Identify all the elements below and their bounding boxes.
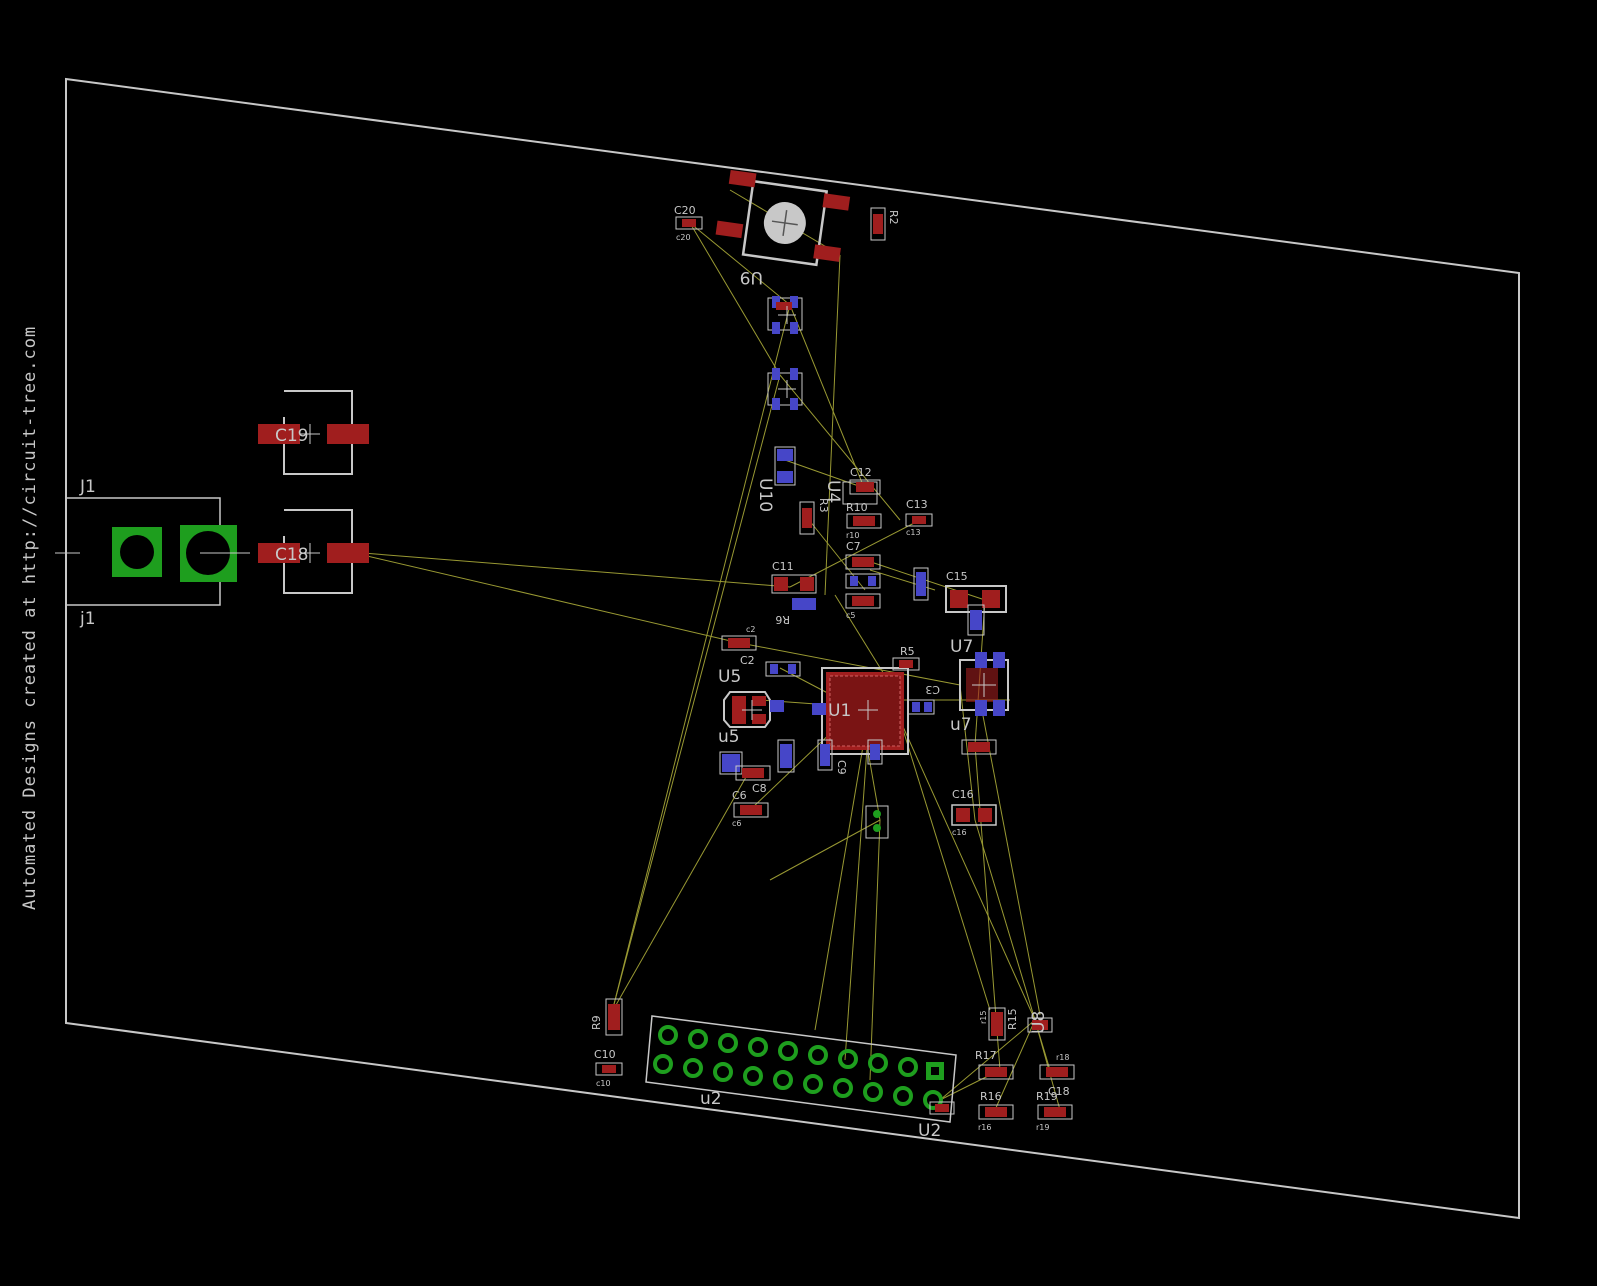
label-R16: R16 bbox=[980, 1090, 1002, 1103]
label-C10: C10 bbox=[594, 1048, 616, 1061]
capacitor-c12[interactable] bbox=[849, 479, 881, 495]
resistor-r17[interactable] bbox=[978, 1064, 1014, 1080]
label-u5: u5 bbox=[718, 727, 740, 747]
resistor-r12[interactable] bbox=[929, 1101, 955, 1115]
label-U7: U7 bbox=[950, 637, 973, 657]
label-j1: j1 bbox=[79, 609, 96, 629]
label-C2: C2 bbox=[740, 654, 755, 667]
capacitor-c15[interactable] bbox=[945, 585, 1007, 636]
watermark-text: Automated Designs created at http://circ… bbox=[20, 325, 40, 910]
label-R15: R15 bbox=[1006, 1008, 1019, 1030]
label-C11: C11 bbox=[772, 560, 794, 573]
resistor-r15[interactable] bbox=[988, 1007, 1006, 1041]
label-C8: C8 bbox=[752, 782, 767, 795]
label-C7: C7 bbox=[846, 540, 861, 553]
label-C18-right: C18 bbox=[1048, 1085, 1070, 1098]
capacitor-c7[interactable] bbox=[845, 554, 881, 609]
label-c20: c20 bbox=[676, 233, 691, 242]
label-R5: R5 bbox=[900, 645, 915, 658]
resistor-r19[interactable] bbox=[1037, 1104, 1073, 1120]
label-C3: C3 bbox=[925, 683, 940, 696]
capacitor-c2-small[interactable] bbox=[721, 635, 757, 651]
resistor-r16[interactable] bbox=[978, 1104, 1014, 1120]
label-U9: U9 bbox=[740, 267, 763, 287]
capacitor-c11[interactable] bbox=[771, 574, 817, 610]
capacitor-c14[interactable] bbox=[961, 739, 997, 755]
label-R9: R9 bbox=[590, 1015, 603, 1030]
capacitor-c10[interactable] bbox=[595, 1062, 623, 1076]
label-U8: U8 bbox=[1029, 1011, 1049, 1034]
label-R6: R6 bbox=[775, 613, 790, 626]
capacitor-c8[interactable] bbox=[719, 739, 795, 781]
label-R17: R17 bbox=[975, 1049, 997, 1062]
resistor-r5[interactable] bbox=[892, 657, 920, 671]
board-outline bbox=[65, 77, 1520, 1220]
capacitor-c16[interactable] bbox=[951, 804, 997, 826]
chip-u1[interactable] bbox=[812, 667, 935, 771]
label-r18: r18 bbox=[1056, 1053, 1069, 1062]
label-U2: U2 bbox=[918, 1121, 941, 1141]
label-C16: C16 bbox=[952, 788, 974, 801]
label-r16: r16 bbox=[978, 1123, 991, 1132]
label-c2: c2 bbox=[746, 625, 756, 634]
capacitor-c6[interactable] bbox=[733, 802, 769, 818]
resistor-r9[interactable] bbox=[605, 998, 623, 1036]
label-C19: C19 bbox=[275, 426, 309, 446]
chip-u9[interactable] bbox=[767, 296, 803, 334]
resistor-r2[interactable] bbox=[870, 207, 886, 241]
capacitor-c18[interactable] bbox=[258, 509, 369, 594]
label-C18: C18 bbox=[275, 545, 309, 565]
capacitor-u10-small[interactable] bbox=[774, 446, 796, 486]
label-c16: c16 bbox=[952, 828, 967, 837]
header-u2[interactable] bbox=[645, 1015, 957, 1123]
label-C6: C6 bbox=[732, 789, 747, 802]
switch-top[interactable] bbox=[713, 169, 851, 268]
capacitor-c20[interactable] bbox=[675, 216, 703, 230]
chip-u8[interactable] bbox=[1027, 1017, 1053, 1033]
label-c6: c6 bbox=[732, 819, 742, 828]
label-U10: U10 bbox=[755, 478, 775, 512]
capacitor-c19[interactable] bbox=[258, 390, 369, 475]
resistor-r10[interactable] bbox=[846, 513, 882, 529]
capacitor-c13[interactable] bbox=[905, 513, 933, 527]
label-R3: R3 bbox=[817, 498, 830, 513]
label-R10: R10 bbox=[846, 501, 868, 514]
connector-j1[interactable] bbox=[55, 497, 250, 606]
label-c5: c5 bbox=[846, 611, 856, 620]
chip-u5[interactable] bbox=[723, 691, 784, 728]
label-u7: u7 bbox=[950, 715, 972, 735]
label-R2: R2 bbox=[887, 210, 900, 225]
label-r19: r19 bbox=[1036, 1123, 1049, 1132]
label-U5: U5 bbox=[718, 667, 741, 687]
resistor-r3[interactable] bbox=[799, 501, 815, 535]
capacitor-c2[interactable] bbox=[765, 661, 801, 677]
label-J1: J1 bbox=[79, 477, 96, 497]
label-r15: r15 bbox=[979, 1011, 988, 1024]
label-C20: C20 bbox=[674, 204, 696, 217]
chip-u10-upper[interactable] bbox=[767, 368, 803, 410]
label-c10: c10 bbox=[596, 1079, 611, 1088]
label-r10: r10 bbox=[846, 531, 859, 540]
label-c13: c13 bbox=[906, 528, 921, 537]
label-u2: u2 bbox=[700, 1089, 722, 1109]
resistor-r11[interactable] bbox=[913, 567, 929, 601]
label-C12: C12 bbox=[850, 466, 872, 479]
label-U4: U4 bbox=[823, 480, 843, 503]
label-C13: C13 bbox=[906, 498, 928, 511]
chip-u7[interactable] bbox=[959, 652, 1009, 716]
label-U1: U1 bbox=[828, 701, 851, 721]
resistor-r18[interactable] bbox=[1039, 1064, 1075, 1080]
label-C9: C9 bbox=[835, 760, 848, 775]
label-C15: C15 bbox=[946, 570, 968, 583]
connector-small[interactable] bbox=[865, 805, 889, 839]
label-R19: R19 bbox=[1036, 1090, 1058, 1103]
